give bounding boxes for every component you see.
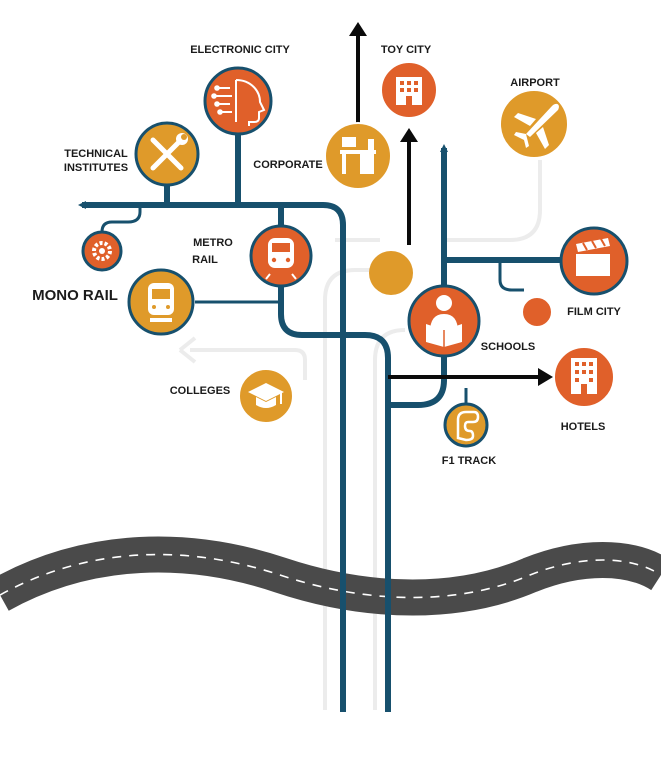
label-metro-rail-line2: RAIL	[192, 254, 218, 266]
tools-icon	[150, 133, 188, 171]
hotel-building-icon	[571, 358, 597, 394]
node-f1-track	[443, 402, 489, 448]
node-airport	[499, 89, 569, 159]
label-mono-rail: MONO RAIL	[32, 287, 118, 304]
node-hotels	[553, 346, 615, 408]
gear-icon	[92, 241, 112, 261]
clapperboard-icon	[576, 238, 610, 276]
label-technical-institutes-line1: TECHNICAL	[64, 148, 128, 160]
label-electronic-city: ELECTRONIC CITY	[190, 44, 290, 56]
node-corporate	[324, 122, 392, 190]
student-reading-icon	[426, 295, 462, 347]
label-hotels: HOTELS	[561, 421, 606, 433]
label-corporate: CORPORATE	[253, 159, 322, 171]
node-colleges	[238, 368, 294, 424]
building-icon	[396, 77, 422, 105]
label-airport: AIRPORT	[510, 77, 560, 89]
node-mono-rail	[127, 268, 195, 336]
ghost-paths	[178, 160, 542, 710]
label-film-city: FILM CITY	[567, 306, 621, 318]
race-track-icon	[456, 410, 480, 442]
node-schools	[407, 284, 481, 358]
node-mono-rail-gear	[81, 230, 123, 272]
label-f1-track: F1 TRACK	[442, 455, 496, 467]
node-film-city-dot	[521, 296, 553, 328]
airplane-icon	[514, 103, 559, 149]
node-technical-institutes	[134, 121, 200, 187]
winding-road	[0, 536, 661, 616]
label-technical-institutes-line2: INSTITUTES	[64, 162, 128, 174]
node-center-dot	[369, 251, 413, 295]
circuit-head-icon	[211, 79, 266, 126]
label-colleges: COLLEGES	[170, 385, 231, 397]
black-arrows	[349, 22, 553, 386]
label-metro-rail-line1: METRO	[193, 237, 233, 249]
office-desk-icon	[340, 137, 376, 174]
node-toy-city	[380, 61, 438, 119]
label-toy-city: TOY CITY	[381, 44, 432, 56]
node-metro-rail	[249, 224, 313, 288]
metro-train-icon	[265, 238, 297, 280]
node-electronic-city	[203, 66, 273, 136]
graduation-cap-icon	[248, 383, 284, 408]
transit-lines	[78, 110, 562, 712]
label-schools: SCHOOLS	[481, 341, 535, 353]
monorail-train-icon	[148, 283, 174, 322]
thin-branches	[100, 205, 524, 405]
node-film-city	[559, 226, 629, 296]
